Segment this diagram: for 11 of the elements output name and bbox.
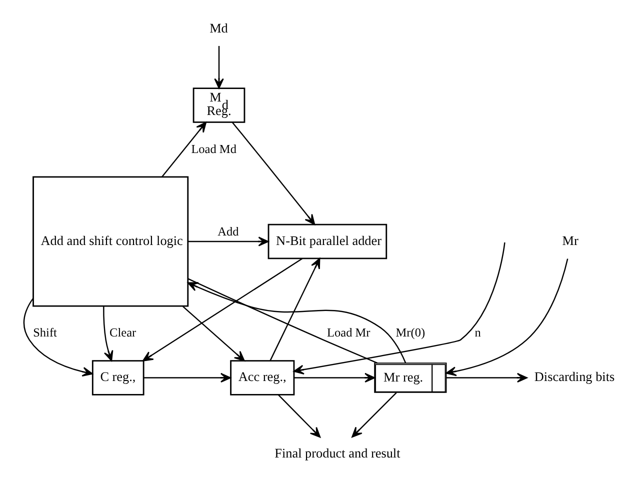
node-text: Final product and result [274,446,400,461]
node-text: Discarding bits [534,369,615,384]
edge-label: Mr(0) [396,326,426,340]
node-text: Md [210,20,228,36]
edge-label: Load Md [191,142,236,156]
edge-label: Add [218,224,239,238]
node-text: Mr [562,232,578,248]
edge-label: n [474,326,481,340]
edge-label: Shift [33,326,57,340]
edge-label: Load Mr [327,326,370,340]
edge-label: Clear [110,326,136,340]
